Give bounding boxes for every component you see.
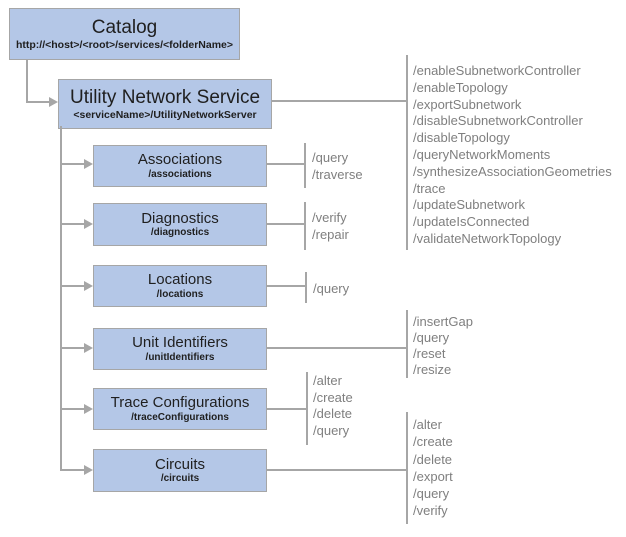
bracket-associations-operations	[304, 143, 306, 188]
connector-service-trunk-vertical	[60, 126, 62, 471]
operation-label: /traverse	[312, 167, 363, 182]
operation-label: /updateIsConnected	[413, 214, 530, 230]
operation-label: /create	[413, 434, 453, 450]
arrowhead-to-trace-configurations	[84, 404, 93, 414]
bracket-locations-operations	[305, 272, 307, 303]
circuits-operations-list: /alter/create/delete/export/query/verify	[413, 416, 453, 520]
operation-label: /export	[413, 468, 453, 484]
connector-branch-trace-configurations	[60, 408, 85, 410]
arrowhead-to-locations	[84, 281, 93, 291]
connector-catalog-stem-vertical	[26, 60, 28, 103]
operation-label: /query	[313, 281, 350, 296]
connector-locations-operations	[267, 285, 305, 287]
associations-path: /associations	[148, 168, 212, 180]
circuits-node: Circuits /circuits	[93, 449, 267, 492]
connector-unit-identifiers-operations	[267, 347, 406, 349]
diagnostics-path: /diagnostics	[150, 227, 210, 239]
operation-label: /delete	[413, 451, 453, 467]
locations-path: /locations	[156, 288, 204, 300]
unit-identifiers-node: Unit Identifiers /unitIdentifiers	[93, 328, 267, 370]
operation-label: /queryNetworkMoments	[413, 146, 551, 162]
operation-label: /trace	[413, 180, 446, 196]
service-operations-list: /enableSubnetworkController/enableTopolo…	[413, 63, 612, 248]
operation-label: /verify	[413, 503, 448, 519]
trace-configurations-path: /traceConfigurations	[131, 411, 229, 423]
catalog-node: Catalog http://<host>/<root>/services/<f…	[9, 8, 240, 60]
bracket-unit-identifiers-operations	[406, 310, 408, 378]
bracket-service-operations	[406, 55, 408, 250]
arrowhead-to-diagnostics	[84, 219, 93, 229]
diagnostics-node: Diagnostics /diagnostics	[93, 203, 267, 246]
arrowhead-to-circuits	[84, 465, 93, 475]
connector-trace-configurations-operations	[267, 408, 306, 410]
trace-configurations-title: Trace Configurations	[110, 394, 250, 412]
trace-configurations-operations-list: /alter/create/delete/query	[313, 373, 353, 439]
operation-label: /reset	[413, 346, 446, 361]
bracket-diagnostics-operations	[304, 202, 306, 250]
unit-identifiers-title: Unit Identifiers	[132, 334, 228, 352]
bracket-circuits-operations	[406, 412, 408, 524]
utility-network-service-path: <serviceName>/UtilityNetworkServer	[73, 108, 257, 121]
arrowhead-to-service	[49, 97, 58, 107]
circuits-title: Circuits	[154, 455, 205, 473]
locations-title: Locations	[147, 271, 213, 289]
connector-branch-circuits	[60, 469, 85, 471]
operation-label: /insertGap	[413, 314, 473, 329]
connector-branch-diagnostics	[60, 223, 85, 225]
diagnostics-title: Diagnostics	[141, 209, 219, 227]
associations-title: Associations	[137, 151, 223, 169]
connector-circuits-operations	[267, 469, 406, 471]
operation-label: /synthesizeAssociationGeometries	[413, 163, 612, 179]
bracket-trace-configurations-operations	[306, 372, 308, 445]
operation-label: /query	[413, 486, 450, 502]
unit-identifiers-operations-list: /insertGap/query/reset/resize	[413, 314, 473, 378]
operation-label: /enableTopology	[413, 79, 508, 95]
associations-operations-list: /query/traverse	[312, 149, 363, 183]
operation-label: /enableSubnetworkController	[413, 63, 581, 78]
connector-diagnostics-operations	[267, 223, 304, 225]
arrowhead-to-unit-identifiers	[84, 343, 93, 353]
operation-label: /resize	[413, 362, 452, 377]
connector-catalog-stem-horizontal	[26, 101, 50, 103]
connector-branch-unit-identifiers	[60, 347, 85, 349]
locations-node: Locations /locations	[93, 265, 267, 307]
diagnostics-operations-list: /verify/repair	[312, 209, 349, 243]
operation-label: /updateSubnetwork	[413, 197, 526, 213]
operation-label: /validateNetworkTopology	[413, 230, 562, 246]
locations-operations-list: /query	[313, 280, 349, 297]
operation-label: /create	[313, 389, 353, 405]
trace-configurations-node: Trace Configurations /traceConfiguration…	[93, 388, 267, 430]
circuits-path: /circuits	[160, 473, 200, 485]
catalog-title: Catalog	[91, 16, 158, 38]
operation-label: /disableSubnetworkController	[413, 113, 583, 129]
operation-label: /query	[413, 330, 450, 345]
associations-node: Associations /associations	[93, 145, 267, 187]
unit-identifiers-path: /unitIdentifiers	[145, 351, 215, 363]
operation-label: /exportSubnetwork	[413, 96, 522, 112]
operation-label: /alter	[313, 373, 342, 388]
connector-service-operations	[272, 100, 406, 102]
operation-label: /delete	[313, 406, 353, 422]
operation-label: /query	[313, 422, 350, 438]
connector-associations-operations	[267, 163, 304, 165]
operation-label: /disableTopology	[413, 130, 510, 146]
utility-network-service-node: Utility Network Service <serviceName>/Ut…	[58, 79, 272, 129]
operation-label: /query	[312, 150, 349, 165]
arrowhead-to-associations	[84, 159, 93, 169]
operation-label: /alter	[413, 417, 442, 432]
connector-branch-locations	[60, 285, 85, 287]
operation-label: /verify	[312, 210, 347, 225]
operation-label: /repair	[312, 227, 349, 242]
connector-branch-associations	[60, 163, 85, 165]
utility-network-service-title: Utility Network Service	[69, 86, 261, 108]
catalog-path: http://<host>/<root>/services/<folderNam…	[15, 38, 234, 51]
